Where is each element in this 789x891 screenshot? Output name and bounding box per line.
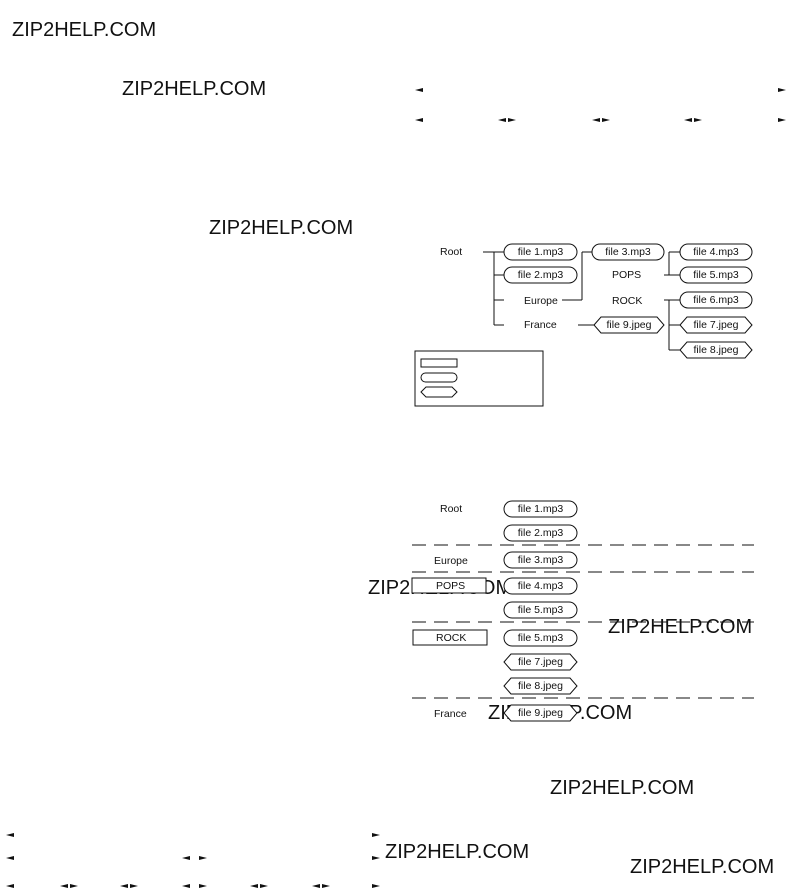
list-file-label: file 2.mp3 [518,527,564,539]
arrow-left [70,884,78,888]
tree-france-label: France [524,319,557,331]
list-pops-box [411,577,487,594]
tree-rock-label: ROCK [612,295,642,307]
arrow-right [778,88,786,92]
arrow-right [372,833,380,837]
arrow-left [508,118,516,122]
list-file-node [503,500,578,518]
tree-europe-label: Europe [524,295,558,307]
tree-root-label: Root [440,246,462,258]
arrow-right [182,856,190,860]
list-rock-box [412,629,488,646]
arrow-left [199,884,207,888]
list-pops-label: POPS [436,580,465,592]
legend-audio-file-symbol [420,372,458,383]
tree-file-8-label: file 8.jpeg [694,344,739,356]
tree-file-7-node [679,316,753,334]
arrow-right [250,884,258,888]
list-file-node [503,653,578,671]
tree-file-7-label: file 7.jpeg [694,319,739,331]
list-file-label: file 7.jpeg [518,656,563,668]
list-file-label: file 1.mp3 [518,503,564,515]
arrow-left [415,118,423,122]
tree-file-9-label: file 9.jpeg [607,319,652,331]
list-europe-label: Europe [434,555,468,567]
watermark: ZIP2HELP.COM [608,616,752,638]
arrow-right [60,884,68,888]
legend-image-file-symbol [420,386,458,398]
list-file-label: file 8.jpeg [518,680,563,692]
watermark: ZIP2HELP.COM [12,19,156,41]
tree-file-6-label: file 6.mp3 [693,294,739,306]
tree-file-5-node [679,266,753,284]
tree-file-4-node [679,243,753,261]
list-file-label: file 4.mp3 [518,580,564,592]
list-file-node [503,601,578,619]
arrow-left [199,856,207,860]
arrow-right [182,884,190,888]
watermark: ZIP2HELP.COM [209,217,353,239]
tree-file-4-label: file 4.mp3 [693,246,739,258]
legend-folder-symbol [420,358,458,368]
watermark: ZIP2HELP.COM [630,856,774,878]
tree-file-3-node [591,243,665,261]
tree-file-1-node [503,243,578,261]
tree-file-2-label: file 2.mp3 [518,269,564,281]
arrow-left [6,884,14,888]
tree-file-8-node [679,341,753,359]
bottom-dimension-arrows [6,833,380,888]
tree-pops-label: POPS [612,269,641,281]
arrow-left [415,88,423,92]
arrow-right [372,884,380,888]
list-file-node [503,629,578,647]
arrow-left [260,884,268,888]
arrow-right [592,118,600,122]
watermarks: ZIP2HELP.COM ZIP2HELP.COM ZIP2HELP.COM Z… [12,19,774,878]
list-file-label: file 5.mp3 [518,604,564,616]
legend-box [414,350,544,407]
arrow-right [120,884,128,888]
watermark: ZIP2HELP.COM [550,777,694,799]
tree-file-3-label: file 3.mp3 [605,246,651,258]
watermark: ZIP2HELP.COM [122,78,266,100]
arrow-right [312,884,320,888]
list-file-node [503,551,578,569]
arrow-left [6,833,14,837]
top-dimension-arrows [415,88,786,122]
arrow-left [130,884,138,888]
arrow-right [498,118,506,122]
watermark: ZIP2HELP.COM [385,841,529,863]
arrow-left [6,856,14,860]
tree-file-1-label: file 1.mp3 [518,246,564,258]
tree-file-9-node [593,316,665,334]
tree-diagram: Root file 1.mp3 file 2.mp3 Europe France… [440,243,753,359]
arrow-right [684,118,692,122]
list-france-label: France [434,708,467,720]
arrow-left [694,118,702,122]
tree-file-5-label: file 5.mp3 [693,269,739,281]
list-rock-label: ROCK [436,632,466,644]
list-file-node [503,704,578,722]
arrow-right [778,118,786,122]
arrow-left [602,118,610,122]
list-diagram: Root file 1.mp3 file 2.mp3 Europe file 3… [411,500,754,722]
list-file-node [503,524,578,542]
list-file-node [503,677,578,695]
list-file-label: file 3.mp3 [518,554,564,566]
tree-file-6-node [679,291,753,309]
arrow-left [322,884,330,888]
list-file-label: file 5.mp3 [518,632,564,644]
list-root-label: Root [440,503,462,515]
list-file-label: file 9.jpeg [518,707,563,719]
tree-file-2-node [503,266,578,284]
arrow-right [372,856,380,860]
list-file-node [503,577,578,595]
